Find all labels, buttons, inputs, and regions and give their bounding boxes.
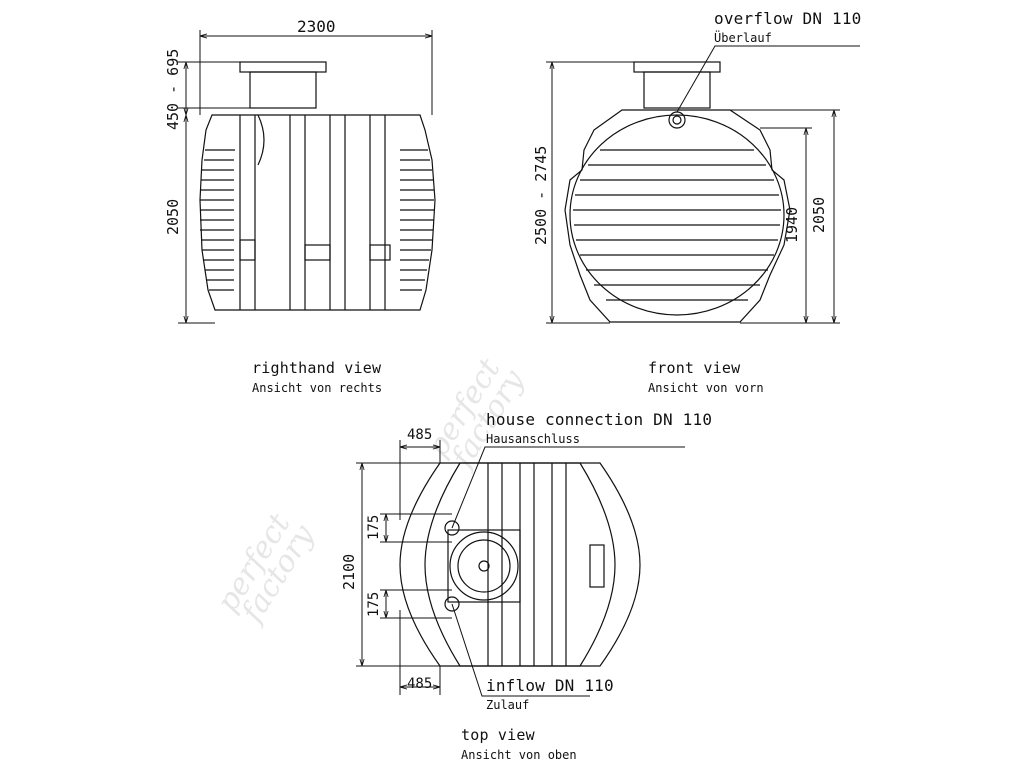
top-ribs: [487, 463, 567, 666]
front-body: [569, 114, 785, 316]
callout-overflow-title: overflow DN 110: [714, 9, 862, 28]
callout-inflow-title: inflow DN 110: [486, 676, 614, 695]
dim-height-front-inner: 1940: [783, 206, 801, 243]
top-manhole-frame: [447, 529, 521, 603]
inflow-pipe: [444, 596, 460, 612]
ribs-right: [400, 149, 434, 291]
dim-dome-range: 450 - 695: [164, 48, 182, 130]
front-dimensions: [546, 45, 860, 324]
top-view-drawing: [399, 462, 641, 667]
dim-width-total: 2300: [297, 17, 336, 36]
righthand-view-drawing: [199, 61, 436, 311]
top-manhole: [449, 531, 519, 601]
dim-depth-top: 2100: [340, 553, 358, 590]
front-dome-neck: [643, 71, 711, 109]
front-view-title: front view: [648, 359, 741, 377]
ribs-left: [200, 149, 235, 291]
dome-lid: [239, 61, 327, 73]
dim-pipe-offset-lower: 175: [366, 591, 382, 617]
righthand-dimensions: [178, 30, 433, 324]
dim-offset-bottom: 485: [407, 676, 433, 692]
top-tank-outline: [399, 462, 641, 667]
front-dome-lid: [633, 61, 721, 73]
dim-height-front: 2050: [810, 196, 828, 233]
callout-inflow-subtitle: Zulauf: [486, 698, 530, 712]
top-view-title: top view: [461, 726, 535, 744]
front-tank-outline: [564, 109, 791, 323]
house-connection-pipe: [444, 520, 460, 536]
front-view-subtitle: Ansicht von vorn: [648, 381, 764, 395]
dome-neck: [249, 71, 317, 109]
callout-overflow-subtitle: Überlauf: [714, 31, 772, 45]
callout-house-connection-title: house connection DN 110: [486, 410, 713, 429]
top-view-subtitle: Ansicht von oben: [461, 748, 577, 762]
dim-offset-top: 485: [407, 427, 433, 443]
tank-outline: [199, 114, 436, 311]
dim-height-total-range: 2500 - 2745: [532, 145, 550, 245]
righthand-view-title: righthand view: [252, 359, 382, 377]
righthand-view-subtitle: Ansicht von rechts: [252, 381, 383, 395]
dim-pipe-offset-upper: 175: [366, 514, 382, 540]
callout-house-connection-subtitle: Hausanschluss: [486, 432, 580, 446]
front-ribs: [573, 149, 781, 301]
dim-height-righthand: 2050: [164, 198, 182, 235]
front-view-drawing: [564, 61, 791, 323]
top-dimensions: [356, 440, 685, 697]
